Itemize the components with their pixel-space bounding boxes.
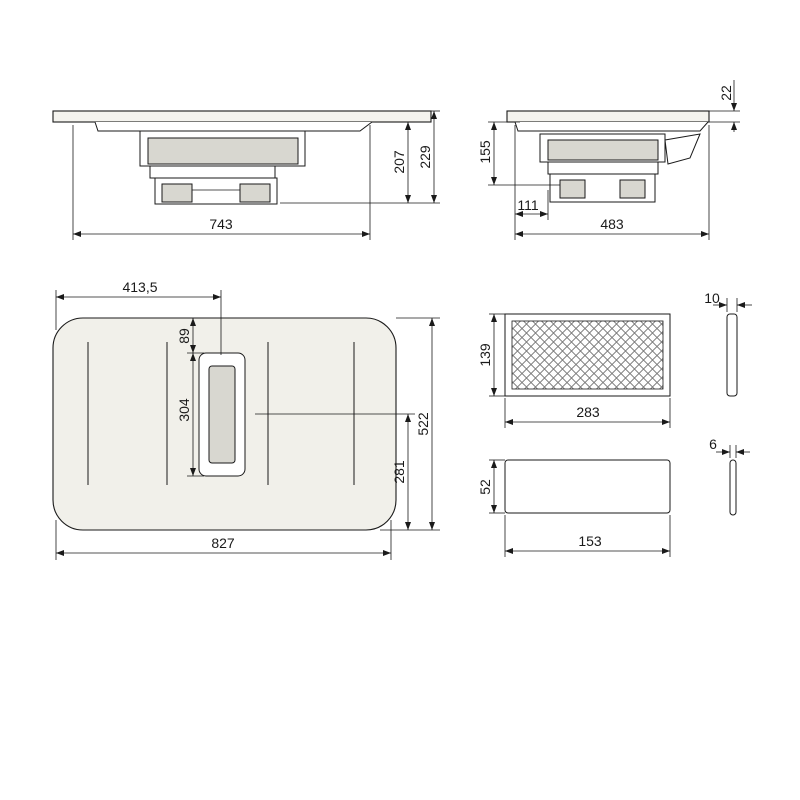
label-22: 22 (718, 85, 734, 101)
arrow (73, 231, 81, 237)
side-view: 22 155 111 483 (477, 80, 740, 240)
arrow (662, 548, 670, 554)
side-frame (514, 121, 709, 132)
arrow (362, 231, 370, 237)
arrow (190, 468, 196, 476)
label-827: 827 (211, 535, 235, 551)
label-483: 483 (600, 216, 624, 232)
arrow (491, 314, 497, 322)
arrow (722, 449, 730, 455)
label-522: 522 (415, 412, 431, 436)
label-229: 229 (417, 145, 433, 169)
arrow (190, 353, 196, 361)
arrow (515, 231, 523, 237)
arrow (515, 211, 523, 217)
arrow (56, 294, 64, 300)
block-edge-view: 6 (709, 436, 750, 516)
arrow (213, 294, 221, 300)
label-743: 743 (209, 216, 233, 232)
arrow (431, 111, 437, 119)
vent-grille-inner (208, 365, 236, 464)
arrow (429, 522, 435, 530)
front-fan-right (239, 183, 271, 203)
arrow (429, 318, 435, 326)
arrow (662, 419, 670, 425)
label-413-5: 413,5 (122, 279, 157, 295)
arrow (737, 302, 745, 308)
front-fan-left (161, 183, 193, 203)
arrow (405, 522, 411, 530)
filter-mesh (511, 320, 664, 390)
side-fan-left (559, 179, 586, 199)
arrow (491, 460, 497, 468)
arrow (491, 177, 497, 185)
arrow (405, 414, 411, 422)
label-52: 52 (477, 479, 493, 495)
arrow (540, 211, 548, 217)
label-153: 153 (578, 533, 602, 549)
arrow (405, 195, 411, 203)
arrow (731, 103, 737, 111)
arrow (431, 195, 437, 203)
block-view: 52 153 (477, 459, 671, 557)
arrow (491, 122, 497, 130)
side-housing-inner (547, 139, 659, 161)
side-fan-right (619, 179, 646, 199)
block-edge (729, 459, 737, 516)
label-155: 155 (477, 140, 493, 164)
block-body (504, 459, 671, 514)
label-139: 139 (477, 343, 493, 367)
arrow (719, 302, 727, 308)
side-duct (664, 133, 701, 165)
label-111: 111 (517, 197, 538, 213)
arrow (491, 505, 497, 513)
label-207: 207 (391, 150, 407, 174)
arrow (505, 548, 513, 554)
filter-edge (726, 313, 738, 397)
front-view: 743 207 229 (52, 110, 440, 240)
arrow (190, 318, 196, 326)
label-283: 283 (576, 404, 600, 420)
front-frame (94, 121, 373, 132)
arrow (731, 122, 737, 130)
side-glass-top (506, 110, 710, 123)
front-motor-inner (147, 137, 299, 165)
arrow (56, 550, 64, 556)
arrow (491, 388, 497, 396)
top-view: 413,5 89 304 281 522 827 (52, 279, 440, 560)
arrow (736, 449, 744, 455)
arrow (701, 231, 709, 237)
front-glass-top (52, 110, 432, 123)
label-304: 304 (176, 398, 192, 422)
arrow (190, 345, 196, 353)
front-fan-deck (149, 165, 276, 179)
label-89: 89 (176, 328, 192, 344)
filter-view: 139 283 (477, 313, 671, 428)
label-6: 6 (709, 436, 717, 452)
arrow (383, 550, 391, 556)
label-281: 281 (391, 460, 407, 484)
side-fan-deck (547, 161, 659, 175)
label-10: 10 (704, 290, 720, 306)
arrow (405, 122, 411, 130)
filter-edge-view: 10 (704, 290, 752, 397)
arrow (505, 419, 513, 425)
